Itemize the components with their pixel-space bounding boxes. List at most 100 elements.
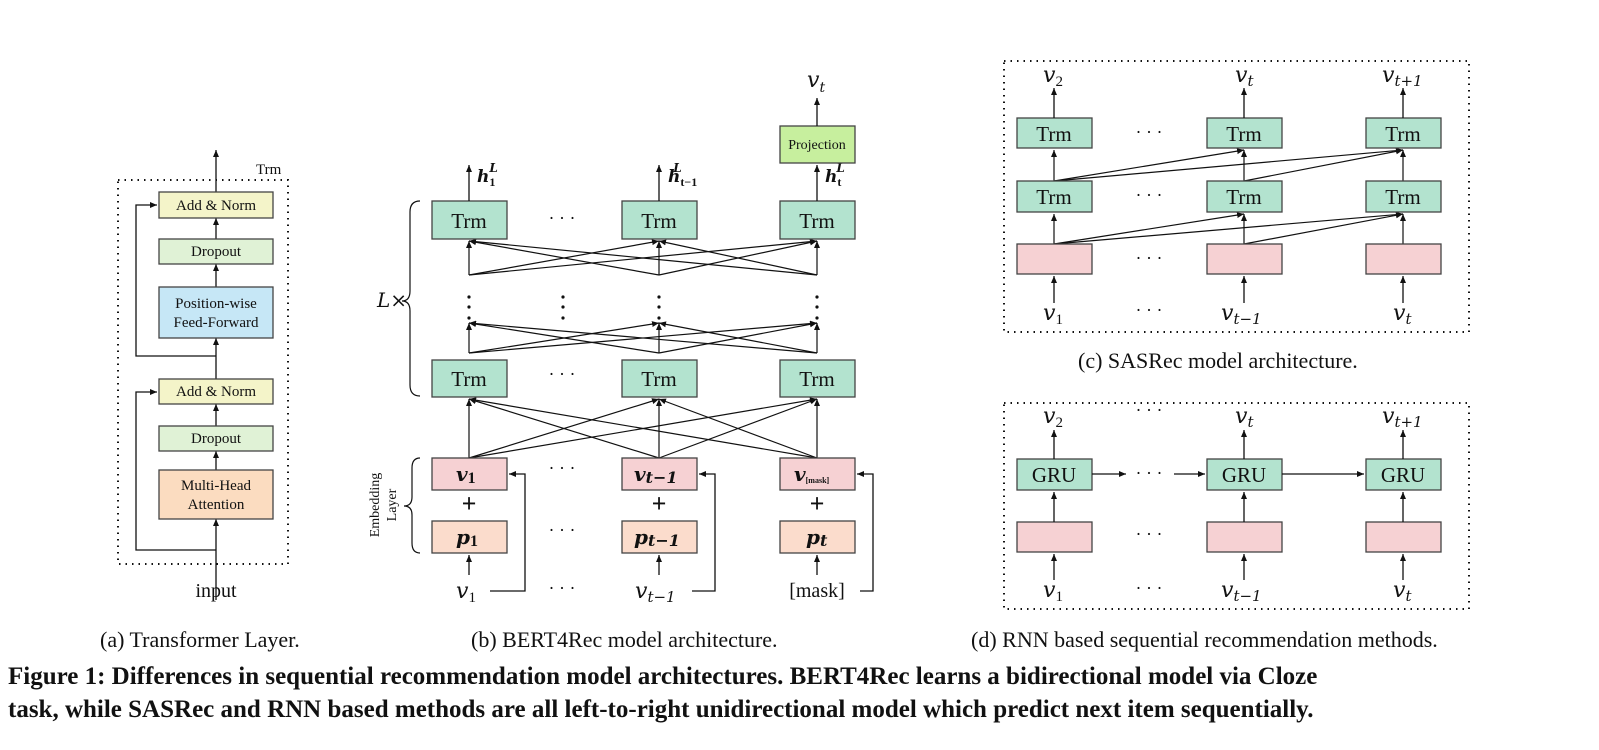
sasrec-trm-mid-3: Trm [1365,180,1442,213]
gru-cell-2: GRU [1206,458,1283,491]
figure-caption-line2: task, while SASRec and RNN based methods… [8,696,1314,723]
svg-text:Attention: Attention [188,497,245,513]
trm-bottom-1: Trm [431,359,508,398]
input-label: input [195,580,237,602]
layers-brace [401,200,421,397]
causal-attention-connection [1053,212,1245,245]
rnn-embedding-3 [1365,521,1442,553]
svg-text:Trm: Trm [451,367,486,391]
token-lookup-arrow [857,471,874,592]
input-mask: [mask] [789,580,845,602]
trm-bottom-3: Trm [779,359,856,398]
svg-text:Trm: Trm [1036,185,1071,209]
panel-d-rnn: GRU GRU GRU · · · · · · v2 · · · vt vt+1… [1003,400,1470,610]
input-vt-1: vt−1 [1221,301,1262,328]
svg-text:Trm: Trm [1385,122,1420,146]
feed-forward-block: Position-wise Feed-Forward [158,286,274,339]
residual-connection-2 [135,202,216,357]
figure-caption: Figure 1: Differences in sequential reco… [8,660,1598,726]
ellipsis: · · · [549,578,576,598]
sasrec-dotted-frame [1003,60,1470,333]
input-v1: v1 [456,579,476,606]
plus-sign: + [462,489,477,518]
output-v2: v2 [1043,404,1063,431]
gru-cell-1: GRU [1016,458,1093,491]
sasrec-embedding-3 [1365,243,1442,275]
attention-connection [468,398,660,459]
trm-frame-label: Trm [256,162,282,178]
ellipsis: · · · [1136,122,1163,142]
svg-text:Trm: Trm [799,209,834,233]
causal-attention-connection [1243,212,1404,245]
add-norm-block-top: Add & Norm [158,191,274,219]
position-embedding-t-1: pt−1 [621,520,698,554]
hidden-label-1: h1L [477,161,498,189]
sasrec-trm-top-3: Trm [1365,117,1442,149]
embedding-layer-label-line1: Embedding [368,473,383,538]
input-vt: vt [1393,578,1412,605]
rnn-dotted-frame [1003,402,1470,610]
caption-c: (c) SASRec model architecture. [1078,348,1358,373]
causal-attention-connection [1053,147,1404,182]
hidden-label-t: htL [825,161,845,189]
svg-text:Dropout: Dropout [191,244,242,260]
rnn-embedding-1 [1016,521,1093,553]
svg-text:vt−1: vt−1 [634,462,678,487]
ellipsis: · · · [1136,578,1163,598]
token-lookup-arrow [490,471,526,592]
svg-text:Add & Norm: Add & Norm [176,384,256,400]
sasrec-trm-top-2: Trm [1206,117,1283,149]
svg-text:Trm: Trm [641,209,676,233]
sasrec-embedding-1 [1016,243,1093,275]
embedding-brace [403,457,421,554]
position-embedding-1: p1 [431,520,508,554]
hidden-label-t-1: ht−1L [668,161,697,189]
output-vt: vt [1235,404,1254,431]
caption-d: (d) RNN based sequential recommendation … [971,627,1438,652]
causal-attention-connection [1053,211,1404,245]
item-embedding-mask: v[mask] [779,457,856,491]
trm-dotted-frame [117,179,289,565]
item-embedding-1: v1 [431,457,508,491]
svg-text:Trm: Trm [799,367,834,391]
svg-text:Feed-Forward: Feed-Forward [174,315,259,331]
dropout-block-top: Dropout [158,238,274,265]
token-lookup-arrow [692,471,716,592]
svg-text:Multi-Head: Multi-Head [181,478,251,494]
ellipsis: · · · [1136,524,1163,544]
output-v2: v2 [1043,63,1063,90]
bidirectional-connections [466,238,820,459]
svg-text:Projection: Projection [788,138,846,153]
residual-connection-1 [135,389,216,551]
multi-head-attention-block: Multi-Head Attention [158,469,274,520]
sasrec-trm-top-1: Trm [1016,117,1093,149]
ellipsis: · · · [1136,400,1163,420]
layers-label: L× [376,288,407,312]
svg-text:pt: pt [806,525,828,550]
attention-connection [658,239,818,276]
input-v1: v1 [1043,578,1063,605]
sasrec-embedding-2 [1206,243,1283,275]
ellipsis: · · · [1136,185,1163,205]
input-vt-1: vt−1 [635,579,676,606]
svg-text:Position-wise: Position-wise [175,296,257,312]
ellipsis: · · · [549,520,576,540]
ellipsis: · · · [549,208,576,228]
panel-b-bert4rec: Trm Trm Trm · · · Trm Trm Trm · · · L× h… [368,68,874,606]
panel-c-sasrec: Trm Trm Trm · · · Trm Trm Trm · · · · · … [1003,60,1470,333]
output-vt+1: vt+1 [1382,63,1423,90]
output-vt+1: vt+1 [1382,404,1423,431]
attention-connection [468,320,818,354]
input-vt-1: vt−1 [1221,578,1262,605]
input-v1: v1 [1043,301,1063,328]
svg-text:Add & Norm: Add & Norm [176,198,256,214]
plus-sign: + [810,489,825,518]
svg-text:p1: p1 [456,525,478,550]
sasrec-trm-mid-1: Trm [1016,180,1093,213]
output-vt: vt [1235,63,1254,90]
dropout-block-bottom: Dropout [158,425,274,452]
item-embedding-t-1: vt−1 [621,457,698,491]
ellipsis: · · · [1136,248,1163,268]
input-vt: vt [1393,301,1412,328]
attention-connection [658,321,818,354]
